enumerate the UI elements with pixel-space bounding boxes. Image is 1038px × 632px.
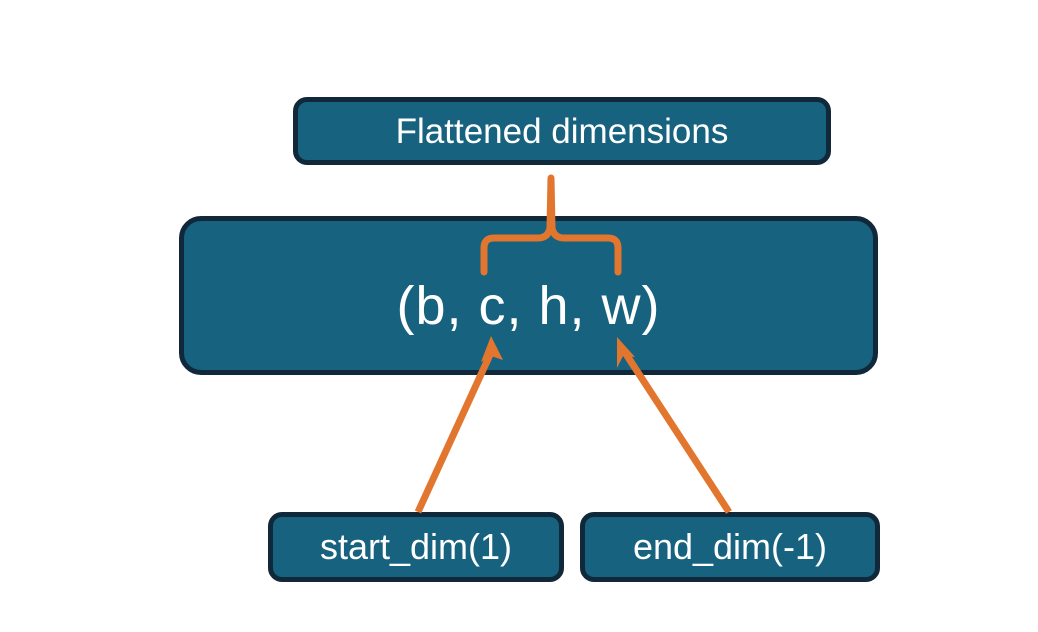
tensor-shape-box[interactable]: (b, c, h, w) [179, 216, 878, 375]
end-dim-label: end_dim(-1) [632, 526, 828, 567]
flattened-dimensions-label: Flattened dimensions [395, 111, 729, 151]
start-dim-label: start_dim(1) [319, 526, 513, 567]
start-dim-box[interactable]: start_dim(1) [268, 512, 564, 582]
flattened-dimensions-box[interactable]: Flattened dimensions [293, 97, 831, 165]
end-dim-box[interactable]: end_dim(-1) [580, 512, 880, 582]
tensor-shape-label: (b, c, h, w) [396, 275, 661, 336]
